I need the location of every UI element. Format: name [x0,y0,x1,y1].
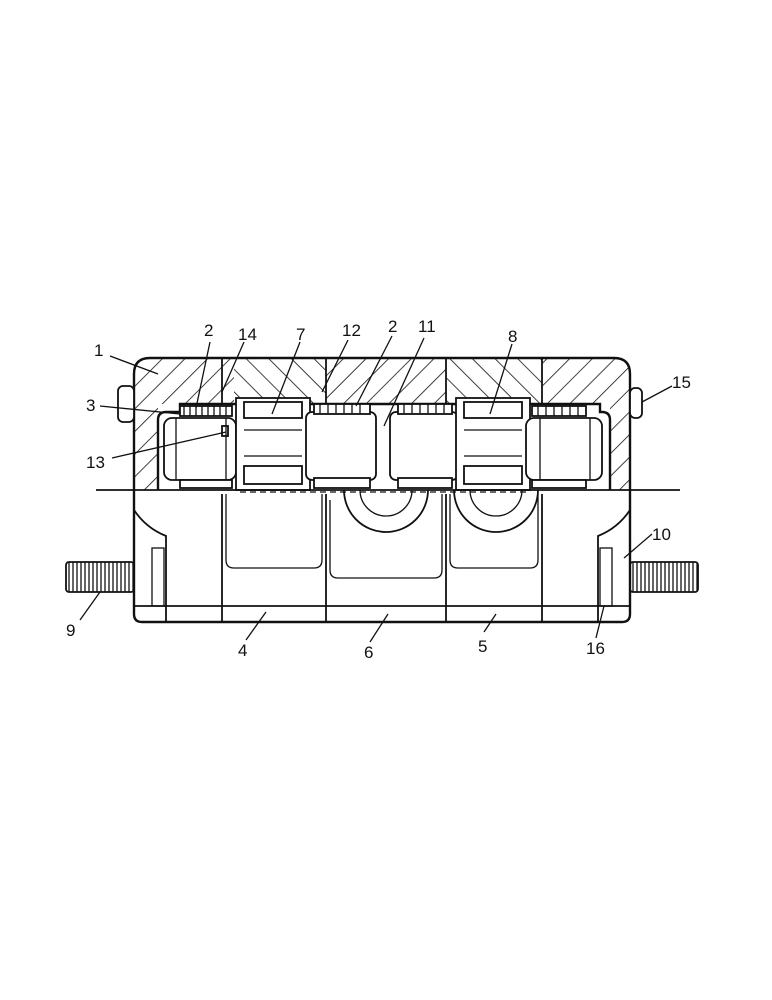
label-8: 8 [508,327,517,346]
label-2-left: 2 [204,321,213,340]
plug-right-15 [629,387,643,419]
leader-lines [79,335,673,643]
label-4: 4 [238,641,247,660]
label-6: 6 [364,643,373,662]
reference-numerals: 1 2 14 7 12 2 11 8 15 3 13 10 9 4 6 5 16 [66,317,691,662]
label-1: 1 [94,341,103,360]
stud-right-10 [629,561,699,593]
bearing-middle-left [305,403,377,489]
label-7: 7 [296,325,305,344]
upper-housing-outline [132,356,632,490]
label-16: 16 [586,639,605,658]
driven-gear-8 [455,397,531,491]
label-13: 13 [86,453,105,472]
label-9: 9 [66,621,75,640]
label-11: 11 [418,317,436,336]
block-dividers [221,358,543,405]
stud-left-9 [65,561,135,593]
label-12: 12 [342,321,361,340]
label-15: 15 [672,373,691,392]
label-5: 5 [478,637,487,656]
label-2-middle: 2 [388,317,397,336]
drive-gear-7 [235,397,311,491]
bearing-right [525,405,603,489]
bearing-middle-right [389,403,459,489]
label-3: 3 [86,396,95,415]
plug-left-3 [117,385,135,423]
label-10: 10 [652,525,671,544]
bearing-left [163,405,237,489]
lower-housing [132,489,632,624]
label-14: 14 [238,325,257,344]
